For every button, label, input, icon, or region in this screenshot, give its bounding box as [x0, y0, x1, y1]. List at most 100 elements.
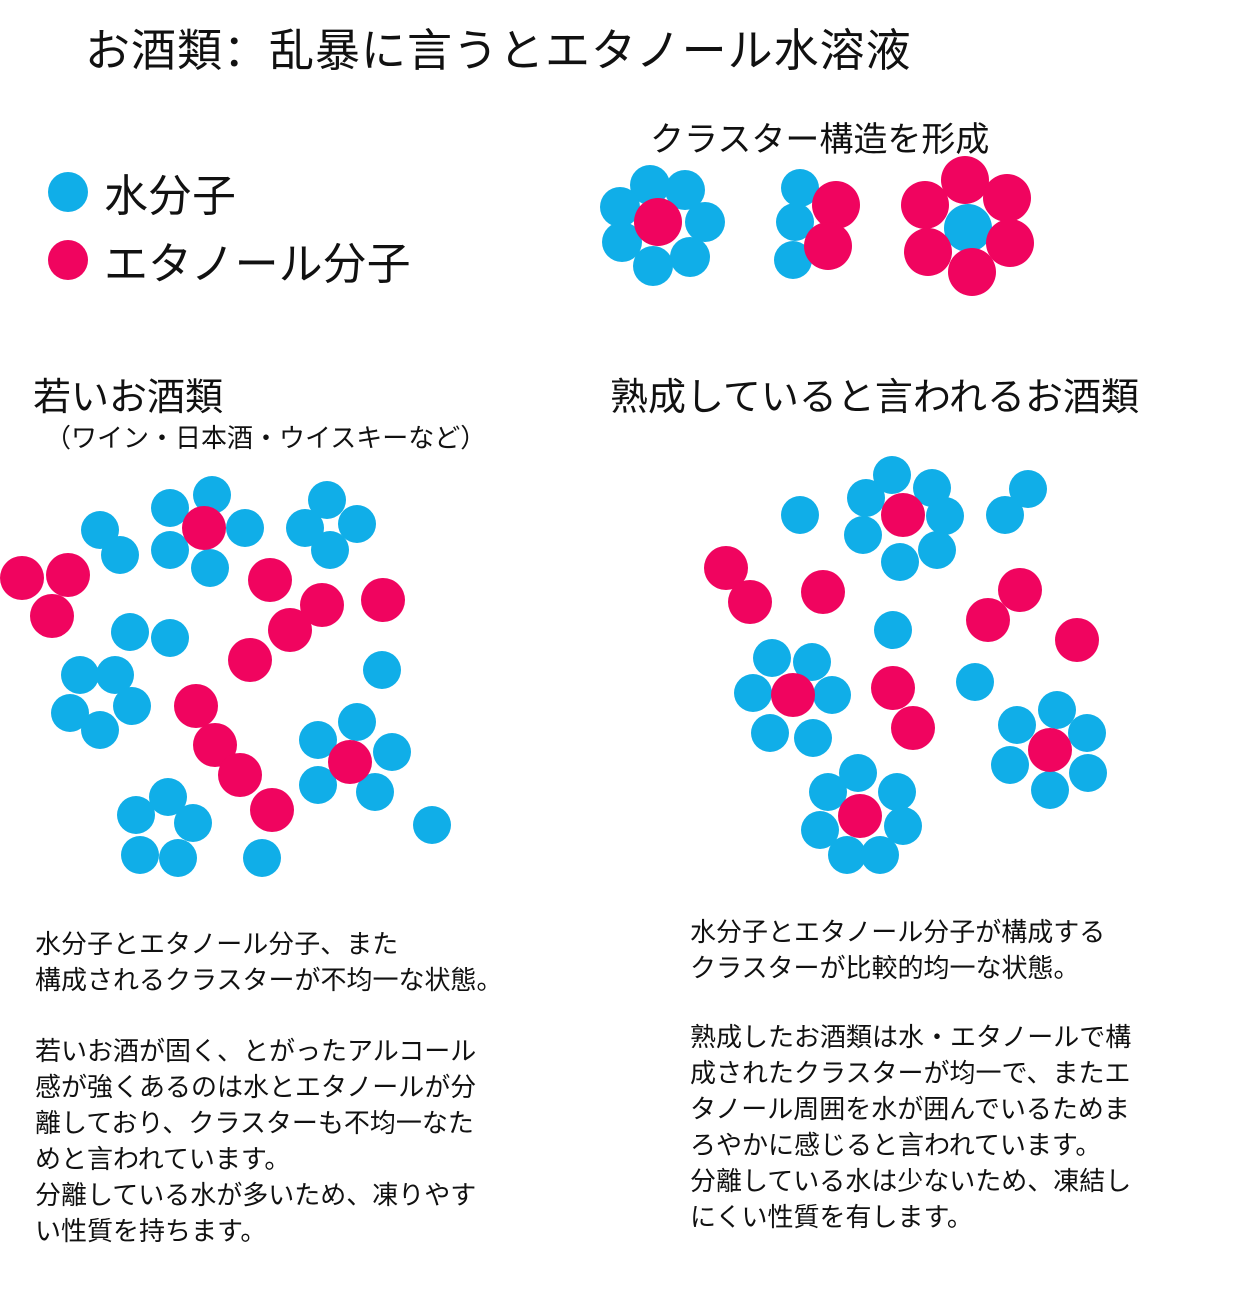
water-molecule — [881, 543, 919, 581]
water-molecule — [338, 703, 376, 741]
ethanol-molecule — [941, 156, 989, 204]
water-molecule — [191, 549, 229, 587]
aged-paragraph-2: 熟成したお酒類は水・エタノールで構 成されたクラスターが均一で、またエ タノール… — [690, 1023, 1132, 1233]
ethanol-molecule — [891, 706, 935, 750]
water-molecule — [1069, 754, 1107, 792]
ethanol-molecule — [248, 558, 292, 602]
water-molecule — [884, 807, 922, 845]
water-molecule — [776, 203, 814, 241]
water-molecule — [373, 733, 411, 771]
water-molecule — [363, 651, 401, 689]
water-molecule — [117, 796, 155, 834]
ethanol-molecule — [30, 594, 74, 638]
ethanol-molecule — [193, 723, 237, 767]
water-molecule — [243, 839, 281, 877]
water-molecule — [286, 509, 324, 547]
ethanol-molecule — [966, 598, 1010, 642]
water-molecule — [991, 746, 1029, 784]
water-molecule — [781, 169, 819, 207]
ethanol-molecule — [218, 753, 262, 797]
water-molecule — [685, 202, 725, 242]
water-molecule — [878, 773, 916, 811]
water-molecule — [151, 531, 189, 569]
ethanol-molecule — [300, 583, 344, 627]
legend-water: 水分子 — [48, 160, 236, 224]
water-molecule — [600, 187, 640, 227]
legend-ethanol: エタノール分子 — [48, 228, 411, 292]
cluster-heading: クラスター構造を形成 — [650, 120, 990, 160]
ethanol-molecule — [174, 684, 218, 728]
ethanol-molecule — [904, 228, 952, 276]
water-molecule — [311, 531, 349, 569]
ethanol-molecule — [812, 181, 860, 229]
ethanol-molecule — [46, 553, 90, 597]
water-molecule — [61, 656, 99, 694]
water-molecule — [159, 839, 197, 877]
ethanol-molecule — [634, 198, 682, 246]
water-molecule — [986, 496, 1024, 534]
page-title: お酒類：乱暴に言うとエタノール水溶液 — [85, 24, 912, 77]
water-molecule — [844, 516, 882, 554]
water-molecule — [226, 509, 264, 547]
water-molecule — [413, 806, 451, 844]
ethanol-molecule — [771, 673, 815, 717]
water-molecule — [1031, 771, 1069, 809]
water-molecule — [299, 766, 337, 804]
water-molecule — [1038, 691, 1076, 729]
ethanol-molecule — [804, 222, 852, 270]
water-molecule — [944, 204, 992, 252]
young-paragraph-1: 水分子とエタノール分子、また 構成されるクラスターが不均一な状態。 — [35, 930, 503, 996]
water-molecule — [51, 694, 89, 732]
aged-title: 熟成していると言われるお酒類 — [610, 375, 1139, 419]
water-molecule — [633, 246, 673, 286]
water-molecule — [113, 687, 151, 725]
ethanol-molecule — [986, 219, 1034, 267]
legend-ethanol-label: エタノール分子 — [104, 239, 411, 290]
water-molecule — [151, 489, 189, 527]
water-molecule — [809, 773, 847, 811]
ethanol-molecule — [268, 608, 312, 652]
water-molecule — [111, 613, 149, 651]
ethanol-molecule — [871, 666, 915, 710]
water-molecule — [813, 676, 851, 714]
water-molecule — [774, 241, 812, 279]
young-paragraph-2: 若いお酒が固く、とがったアルコール 感が強くあるのは水とエタノールが分 離してお… — [35, 1037, 477, 1247]
water-molecule — [630, 165, 670, 205]
aged-paragraph-1: 水分子とエタノール分子が構成する クラスターが比較的均一な状態。 — [690, 918, 1106, 984]
water-molecule — [308, 481, 346, 519]
water-molecule — [670, 237, 710, 277]
water-molecule — [299, 721, 337, 759]
water-molecule — [1009, 470, 1047, 508]
water-molecule — [96, 656, 134, 694]
ethanol-molecule — [801, 570, 845, 614]
water-molecule — [956, 663, 994, 701]
ethanol-molecule — [983, 174, 1031, 222]
water-molecule — [1068, 714, 1106, 752]
water-molecule — [861, 836, 899, 874]
water-molecule — [998, 706, 1036, 744]
water-molecule — [101, 536, 139, 574]
water-molecule — [602, 222, 642, 262]
ethanol-molecule — [838, 794, 882, 838]
water-molecule — [874, 611, 912, 649]
ethanol-molecule — [328, 740, 372, 784]
young-subtitle: （ワイン・日本酒・ウイスキーなど） — [45, 424, 487, 454]
water-molecule — [121, 836, 159, 874]
water-molecule — [193, 476, 231, 514]
water-molecule — [847, 479, 885, 517]
ethanol-molecule — [948, 248, 996, 296]
water-molecule — [81, 711, 119, 749]
ethanol-molecule-icon — [48, 240, 88, 280]
water-molecule — [753, 639, 791, 677]
water-molecule — [793, 643, 831, 681]
ethanol-molecule — [901, 181, 949, 229]
water-molecule — [794, 719, 832, 757]
water-molecule — [926, 497, 964, 535]
ethanol-molecule — [228, 638, 272, 682]
ethanol-molecule — [182, 506, 226, 550]
ethanol-molecule — [361, 578, 405, 622]
ethanol-molecule — [704, 546, 748, 590]
water-molecule — [918, 531, 956, 569]
water-molecule — [734, 674, 772, 712]
